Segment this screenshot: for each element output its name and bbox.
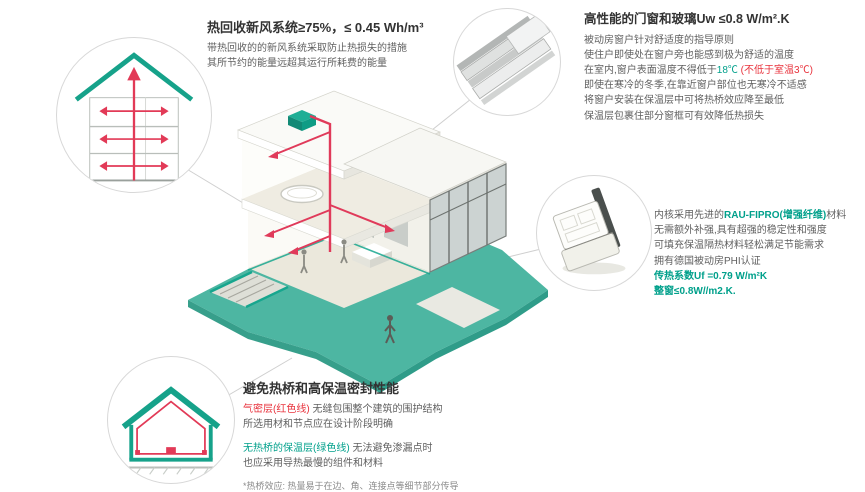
glass-wing xyxy=(343,127,507,273)
thermal-detail-circle xyxy=(107,356,235,484)
room-temp-note: (不低于室温3℃) xyxy=(737,65,813,76)
profile-line-1-suffix: 材料 xyxy=(826,210,847,221)
windows-description: 被动房窗户针对舒适度的指导原则 使住户即使处在窗户旁也能感到极为舒适的温度 在室… xyxy=(584,33,862,124)
profile-line-2: 无需额外补强,具有超强的稳定性和强度 xyxy=(654,225,827,237)
rooftop-heat-recovery-unit xyxy=(288,110,316,131)
garden-path xyxy=(416,287,500,328)
uf-value: 传热系数Uf =0.79 W/m²K xyxy=(654,270,768,282)
windows-line-5: 将窗户安装在保温层中可将热桥效应降至最低 xyxy=(584,95,784,107)
ventilation-section: 热回收新风系统≥75%，≤ 0.45 Wh/m³ 带热回收的的新风系统采取防止热… xyxy=(207,20,477,72)
insulation-line-1: 无热桥的保温层(绿色线) 无法避免渗漏点时 xyxy=(243,441,583,456)
house-section-ventilation-icon xyxy=(74,52,194,182)
airtight-line-1: 气密层(红色线) 无缝包围整个建筑的围护结构 xyxy=(243,402,583,417)
profile-detail-circle xyxy=(536,175,652,291)
windows-title: 高性能的门窗和玻璃Uw ≤0.8 W/m².K xyxy=(584,12,790,26)
surface-temp-value: 18℃ xyxy=(716,65,738,76)
thermal-section: 避免热桥和高保温密封性能 气密层(红色线) 无缝包围整个建筑的围护结构 所选用材… xyxy=(243,381,583,492)
windows-line-3: 在室内,窗户表面温度不得低于18℃ (不低于室温3℃) xyxy=(584,63,862,78)
window-corner-icon xyxy=(456,13,556,106)
uw-value: 整窗≤0.8W//m2.K. xyxy=(654,285,736,297)
windows-line-2: 使住户即使处在窗户旁也能感到极为舒适的温度 xyxy=(584,49,794,61)
ventilation-description: 带热回收的的新风系统采取防止热损失的措施 其所节约的能量远超其运行所耗费的能量 xyxy=(207,41,477,71)
insulation-paragraph: 无热桥的保温层(绿色线) 无法避免渗漏点时 也应采用导热最慢的组件和材料 xyxy=(243,441,583,471)
profile-line-1: 内核采用先进的RAU-FIPRO(增强纤维)材料 xyxy=(654,208,864,223)
insulation-text: 无法避免渗漏点时 xyxy=(349,442,433,454)
windows-line-1: 被动房窗户针对舒适度的指导原则 xyxy=(584,34,734,46)
airtight-layer-label: 气密层(红色线) xyxy=(243,404,310,416)
thermal-title: 避免热桥和高保温密封性能 xyxy=(243,381,400,396)
people-figures xyxy=(300,239,396,344)
material-name: RAU-FIPRO(增强纤维) xyxy=(724,210,827,221)
house-section-thermal-icon xyxy=(119,386,223,475)
profile-description: 内核采用先进的RAU-FIPRO(增强纤维)材料 无需额外补强,具有超强的稳定性… xyxy=(654,208,864,299)
windows-line-6: 保温层包裹住部分窗框可有效降低热损失 xyxy=(584,110,764,122)
window-detail-circle xyxy=(453,8,561,116)
profile-section: 内核采用先进的RAU-FIPRO(增强纤维)材料 无需额外补强,具有超强的稳定性… xyxy=(654,208,864,299)
ventilation-line-2: 其所节约的能量远超其运行所耗费的能量 xyxy=(207,58,387,70)
profile-line-3: 可填充保温隔热材料轻松满足节能需求 xyxy=(654,240,824,252)
profile-line-1-text: 内核采用先进的 xyxy=(654,210,724,221)
airtight-line-2: 所选用材和节点应在设计阶段明确 xyxy=(243,419,393,431)
windows-line-3-text: 在室内,窗户表面温度不得低于 xyxy=(584,65,717,76)
airtight-text: 无缝包围整个建筑的围护结构 xyxy=(309,404,443,416)
windows-line-4: 即使在寒冷的冬季,在靠近窗户部位也无寒冷不适感 xyxy=(584,80,807,92)
thermal-footnote: *热桥效应: 热量易于在边、角、连接点等细节部分传导 xyxy=(243,481,459,491)
profile-line-4: 拥有德国被动房PHI认证 xyxy=(654,255,761,267)
windows-section: 高性能的门窗和玻璃Uw ≤0.8 W/m².K 被动房窗户针对舒适度的指导原则 … xyxy=(584,12,862,124)
insulation-line-2: 也应采用导热最慢的组件和材料 xyxy=(243,457,383,469)
ventilation-detail-circle xyxy=(56,37,212,193)
window-profile-icon xyxy=(552,187,626,275)
ventilation-title: 热回收新风系统≥75%，≤ 0.45 Wh/m³ xyxy=(207,20,424,35)
airtight-paragraph: 气密层(红色线) 无缝包围整个建筑的围护结构 所选用材和节点应在设计阶段明确 xyxy=(243,402,583,432)
ventilation-line-1: 带热回收的的新风系统采取防止热损失的措施 xyxy=(207,43,407,55)
basement-stairs xyxy=(209,270,289,309)
insulation-layer-label: 无热桥的保温层(绿色线) xyxy=(243,442,350,454)
ventilation-ducts xyxy=(264,114,395,255)
